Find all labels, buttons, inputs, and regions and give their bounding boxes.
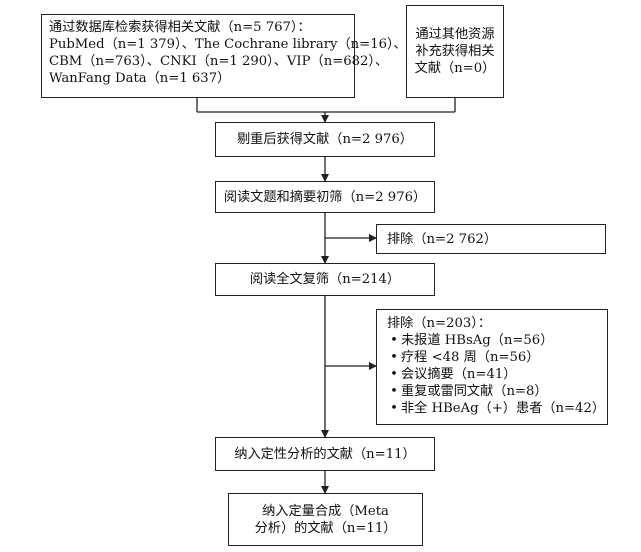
- exclusion-reason: •非全 HBeAg（+）患者（n=42）: [387, 400, 607, 417]
- exclusion-2-box: 排除（n=203）： •未报道 HBsAg（n=56） •疗程 <48 周（n=…: [376, 309, 608, 425]
- bullet-icon: •: [390, 367, 398, 382]
- qualitative-synthesis-label: 纳入定性分析的文献（n=11）: [234, 446, 416, 462]
- exclusion-1-label: 排除（n=2 762）: [387, 231, 498, 247]
- bullet-icon: •: [390, 350, 398, 365]
- exclusion-1-box: 排除（n=2 762）: [376, 224, 606, 254]
- title-abstract-screen-box: 阅读文题和摘要初筛（n=2 976）: [215, 181, 435, 213]
- other-sources-line-3: 文献（n=0）: [414, 61, 496, 76]
- qualitative-synthesis-box: 纳入定性分析的文献（n=11）: [215, 437, 435, 471]
- exclusion-reason: •未报道 HBsAg（n=56）: [387, 332, 607, 349]
- other-sources-line-2: 补充获得相关: [415, 44, 495, 59]
- exclusion-2-list: •未报道 HBsAg（n=56） •疗程 <48 周（n=56） •会议摘要（n…: [387, 332, 607, 417]
- meta-analysis-line-2: 分析）的文献（n=11）: [254, 520, 397, 536]
- dedup-box: 剔重后获得文献（n=2 976）: [215, 122, 435, 157]
- meta-analysis-box: 纳入定量合成（Meta 分析）的文献（n=11）: [228, 493, 423, 546]
- bullet-icon: •: [390, 401, 398, 416]
- database-search-box: 通过数据库检索获得相关文献（n=5 767）： PubMed（n=1 379）、…: [41, 14, 407, 98]
- exclusion-reason: •疗程 <48 周（n=56）: [387, 349, 607, 366]
- fulltext-screen-box: 阅读全文复筛（n=214）: [215, 263, 435, 296]
- database-search-line-2: PubMed（n=1 379）、The Cochrane library（n=1…: [49, 37, 407, 52]
- exclusion-reason: •会议摘要（n=41）: [387, 366, 607, 383]
- meta-analysis-line-1: 纳入定量合成（Meta: [262, 503, 389, 519]
- bullet-icon: •: [390, 384, 398, 399]
- exclusion-reason: •重复或雷同文献（n=8）: [387, 383, 607, 400]
- other-sources-box: 通过其他资源 补充获得相关 文献（n=0）: [406, 5, 504, 98]
- bullet-icon: •: [390, 333, 398, 348]
- dedup-label: 剔重后获得文献（n=2 976）: [237, 132, 413, 147]
- exclusion-2-title: 排除（n=203）：: [387, 316, 492, 331]
- database-search-line-4: WanFang Data（n=1 637）: [49, 71, 231, 86]
- fulltext-screen-label: 阅读全文复筛（n=214）: [249, 272, 401, 287]
- other-sources-line-1: 通过其他资源: [415, 27, 495, 42]
- title-abstract-screen-label: 阅读文题和摘要初筛（n=2 976）: [223, 189, 427, 205]
- database-search-line-3: CBM（n=763）、CNKI（n=1 290）、VIP（n=682）、: [49, 54, 389, 69]
- database-search-line-1: 通过数据库检索获得相关文献（n=5 767）：: [49, 20, 311, 35]
